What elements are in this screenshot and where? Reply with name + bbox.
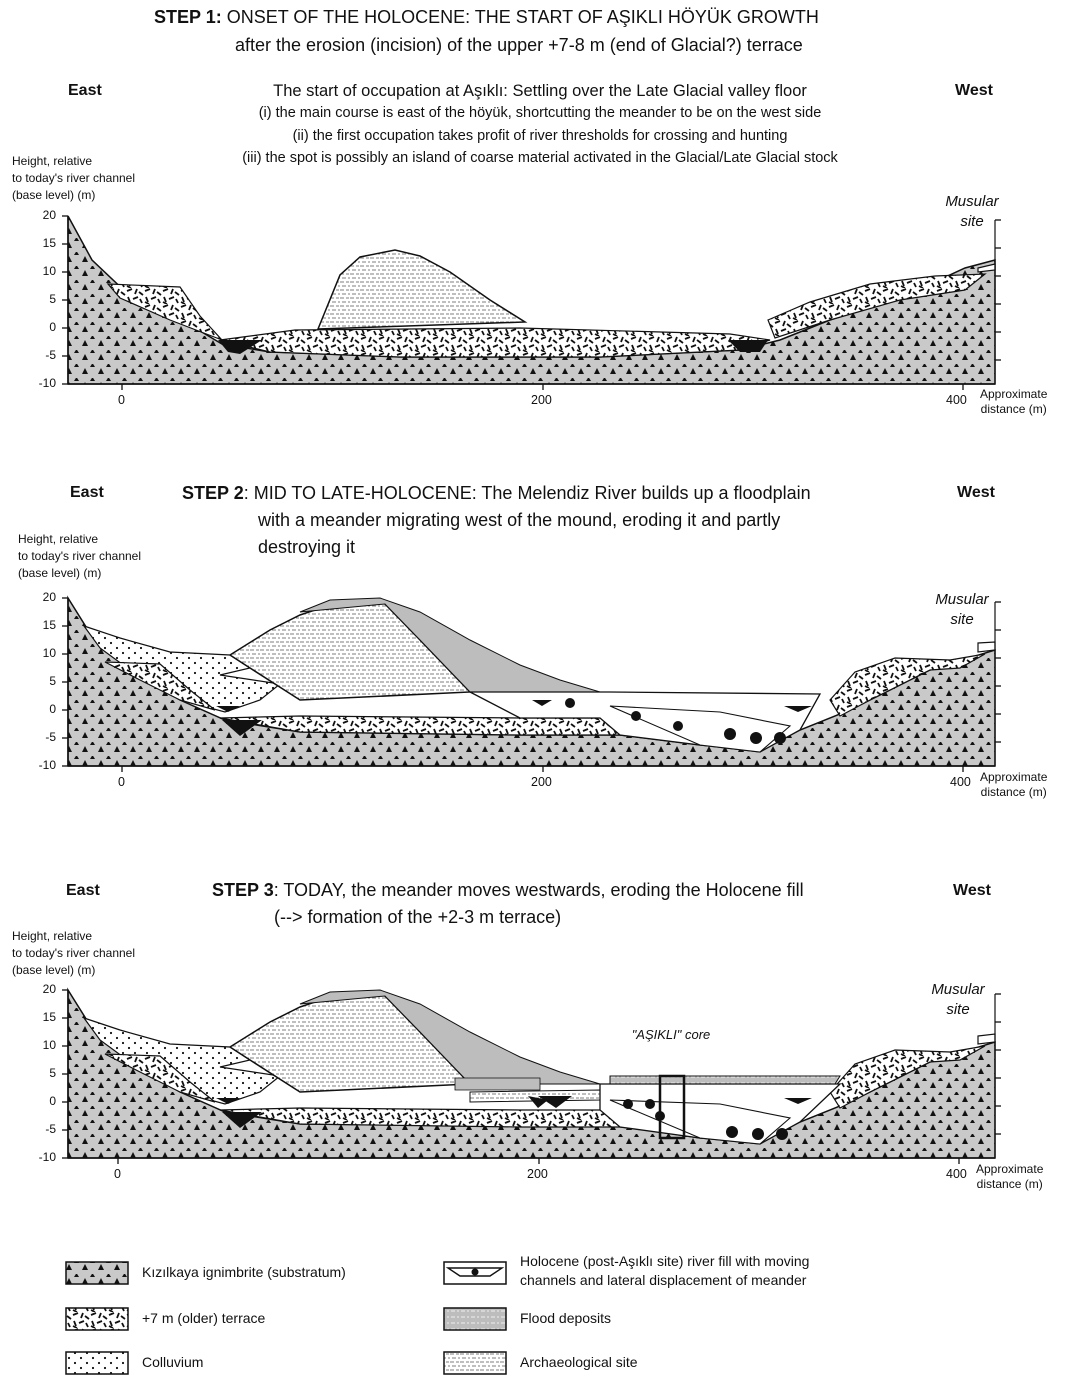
panel-1-note-2: (ii) the first occupation takes profit o… <box>292 128 788 144</box>
p2-xtick-400: 400 <box>950 775 971 789</box>
panel-2-title: STEP 2: MID TO LATE-HOLOCENE: The Melend… <box>182 483 811 503</box>
p2-xtick-0: 0 <box>118 775 125 789</box>
legend-label-riverfill: Holocene (post-Aşıklı site) river fill w… <box>520 1253 810 1288</box>
core-label: "AŞIKLI" core <box>631 1027 711 1042</box>
p2-ytick-m5: -5 <box>45 730 56 744</box>
p3-ytick-0: 0 <box>49 1094 56 1108</box>
p1-ytick-20: 20 <box>42 208 56 222</box>
p2-ytick-20: 20 <box>42 590 56 604</box>
p2-ytick-10: 10 <box>42 646 56 660</box>
p1-ytick-0: 0 <box>49 320 56 334</box>
legend-swatches <box>65 1261 507 1375</box>
panel-3-east-label: East <box>66 882 100 899</box>
legend-swatch-terrace <box>65 1307 129 1331</box>
panel-3-title-line2: (--> formation of the +2-3 m terrace) <box>274 907 562 927</box>
p2-ytick-5: 5 <box>49 674 56 688</box>
panel-1-west-label: West <box>955 82 993 99</box>
legend-label-archsite: Archaeological site <box>520 1354 638 1370</box>
p3-ytick-m10: -10 <box>38 1150 56 1164</box>
p3-ytick-5: 5 <box>49 1066 56 1080</box>
p1-xtick-0: 0 <box>118 393 125 407</box>
panel-1-section <box>62 215 1001 390</box>
panel-2-title-line3: destroying it <box>258 537 356 557</box>
panel-1-title: STEP 1: ONSET OF THE HOLOCENE: THE START… <box>154 7 819 27</box>
legend-swatch-archsite <box>443 1351 507 1375</box>
panel-1-note-1: (i) the main course is east of the höyük… <box>258 105 822 121</box>
legend-label-flood: Flood deposits <box>520 1310 612 1326</box>
panel-2-east-label: East <box>70 484 104 501</box>
panel-3-section <box>62 987 1001 1164</box>
p1-ytick-10: 10 <box>42 264 56 278</box>
p3-xtick-400: 400 <box>946 1167 967 1181</box>
panel-1-title-line2: after the erosion (incision) of the uppe… <box>235 35 803 55</box>
legend-swatch-substratum <box>65 1261 129 1285</box>
p1-xtick-200: 200 <box>531 393 552 407</box>
legend-swatch-riverfill <box>443 1261 507 1285</box>
p1-ytick-m10: -10 <box>38 376 56 390</box>
p3-ytick-10: 10 <box>42 1038 56 1052</box>
legend-label-colluvium: Colluvium <box>142 1354 204 1370</box>
p3-ytick-m5: -5 <box>45 1122 56 1136</box>
p2-ytick-m10: -10 <box>38 758 56 772</box>
panel-3-title: STEP 3: TODAY, the meander moves westwar… <box>212 880 804 900</box>
legend-swatch-flood <box>443 1307 507 1331</box>
legend-swatch-colluvium <box>65 1351 129 1375</box>
legend-label-substratum: Kızılkaya ignimbrite (substratum) <box>142 1264 346 1280</box>
panel-3-west-label: West <box>953 882 991 899</box>
p1-ytick-m5: -5 <box>45 348 56 362</box>
panel-1-subtitle: The start of occupation at Aşıklı: Settl… <box>273 82 807 100</box>
legend-label-terrace: +7 m (older) terrace <box>142 1310 266 1326</box>
p1-ytick-5: 5 <box>49 292 56 306</box>
p2-ytick-15: 15 <box>42 618 56 632</box>
panel-1-east-label: East <box>68 82 102 99</box>
p3-xtick-0: 0 <box>114 1167 121 1181</box>
core-box <box>658 1074 686 1140</box>
p2-xtick-200: 200 <box>531 775 552 789</box>
p2-ytick-0: 0 <box>49 702 56 716</box>
panel-1-note-3: (iii) the spot is possibly an island of … <box>242 150 838 166</box>
panel-2-west-label: West <box>957 484 995 501</box>
panel-2-title-line2: with a meander migrating west of the mou… <box>258 510 781 530</box>
p3-ytick-20: 20 <box>42 982 56 996</box>
panel-2-section <box>62 595 1001 772</box>
p3-ytick-15: 15 <box>42 1010 56 1024</box>
p1-ytick-15: 15 <box>42 236 56 250</box>
p3-xtick-200: 200 <box>527 1167 548 1181</box>
p1-xtick-400: 400 <box>946 393 967 407</box>
